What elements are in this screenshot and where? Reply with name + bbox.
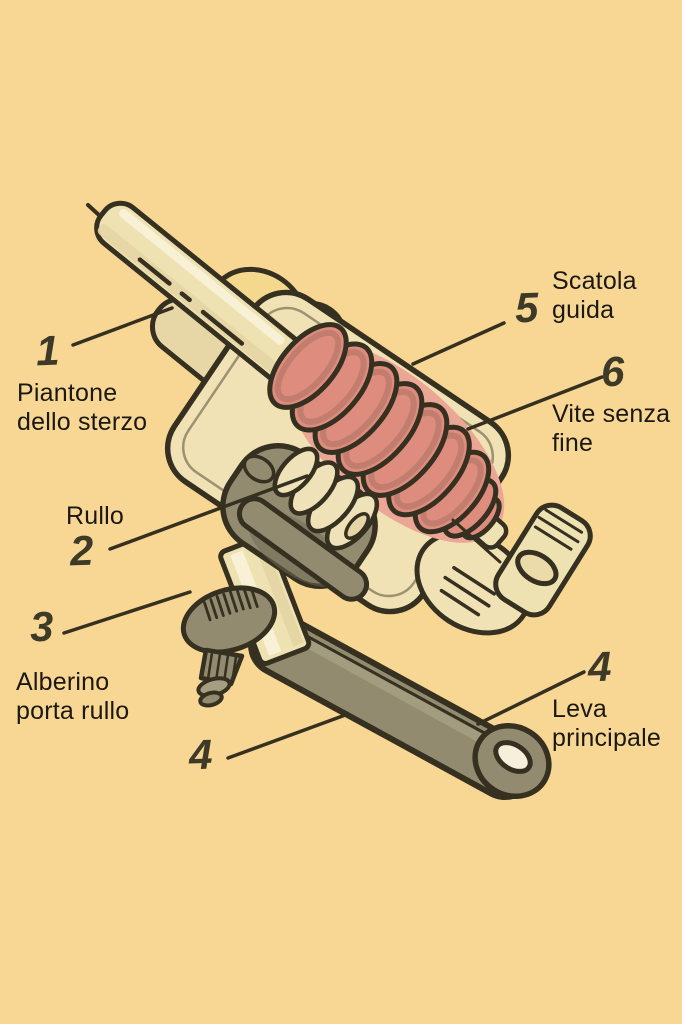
worm-screw [267, 322, 509, 564]
leader-line-1 [71, 306, 174, 347]
leader-line-5 [411, 321, 506, 366]
callout-number-1: 1 [35, 326, 61, 375]
label-vite-senza-fine: Vite senza fine [552, 400, 671, 457]
tube-detail-dashes [137, 257, 245, 346]
label-rullo: Rullo [66, 502, 124, 530]
splined-hub [180, 585, 278, 708]
leader-lines [62, 306, 604, 760]
arm-body [254, 619, 531, 794]
callout-number-2: 2 [69, 526, 95, 575]
callout-number-4-right: 4 [587, 642, 613, 691]
yoke-front-lip [236, 496, 370, 602]
callout-number-3: 3 [29, 602, 55, 651]
leader-line-6 [466, 375, 604, 431]
yoke-pivot-detail [242, 454, 276, 484]
roller-end-cap [344, 512, 370, 540]
arm-edge-line [290, 626, 492, 738]
pitman-arm [248, 613, 552, 800]
label-scatola-guida: Scatola guida [552, 267, 637, 324]
bracket-hatch-lines [533, 508, 584, 551]
label-alberino-porta-rullo: Alberino porta rullo [16, 668, 130, 725]
label-leva-principale: Leva principale [552, 695, 662, 752]
callout-number-4-left: 4 [188, 730, 214, 779]
leader-line-2 [108, 474, 309, 551]
callout-number-6: 6 [600, 347, 626, 396]
label-piantone-dello-sterzo: Piantone dello sterzo [17, 379, 148, 436]
worm-tip-needle [451, 518, 502, 564]
leader-line-3 [62, 590, 192, 635]
callout-number-5: 5 [514, 283, 540, 332]
bracket-bolt-hole [515, 549, 559, 587]
leader-line-4-right [476, 670, 586, 726]
arm-highlight [282, 627, 503, 753]
adjuster-nut [198, 690, 224, 708]
mounting-bracket [493, 502, 593, 618]
spline-teeth [203, 588, 259, 622]
arm-eye-hole [493, 740, 533, 774]
leader-line-4-left [226, 712, 350, 760]
housing-hatch-lines [439, 566, 496, 617]
